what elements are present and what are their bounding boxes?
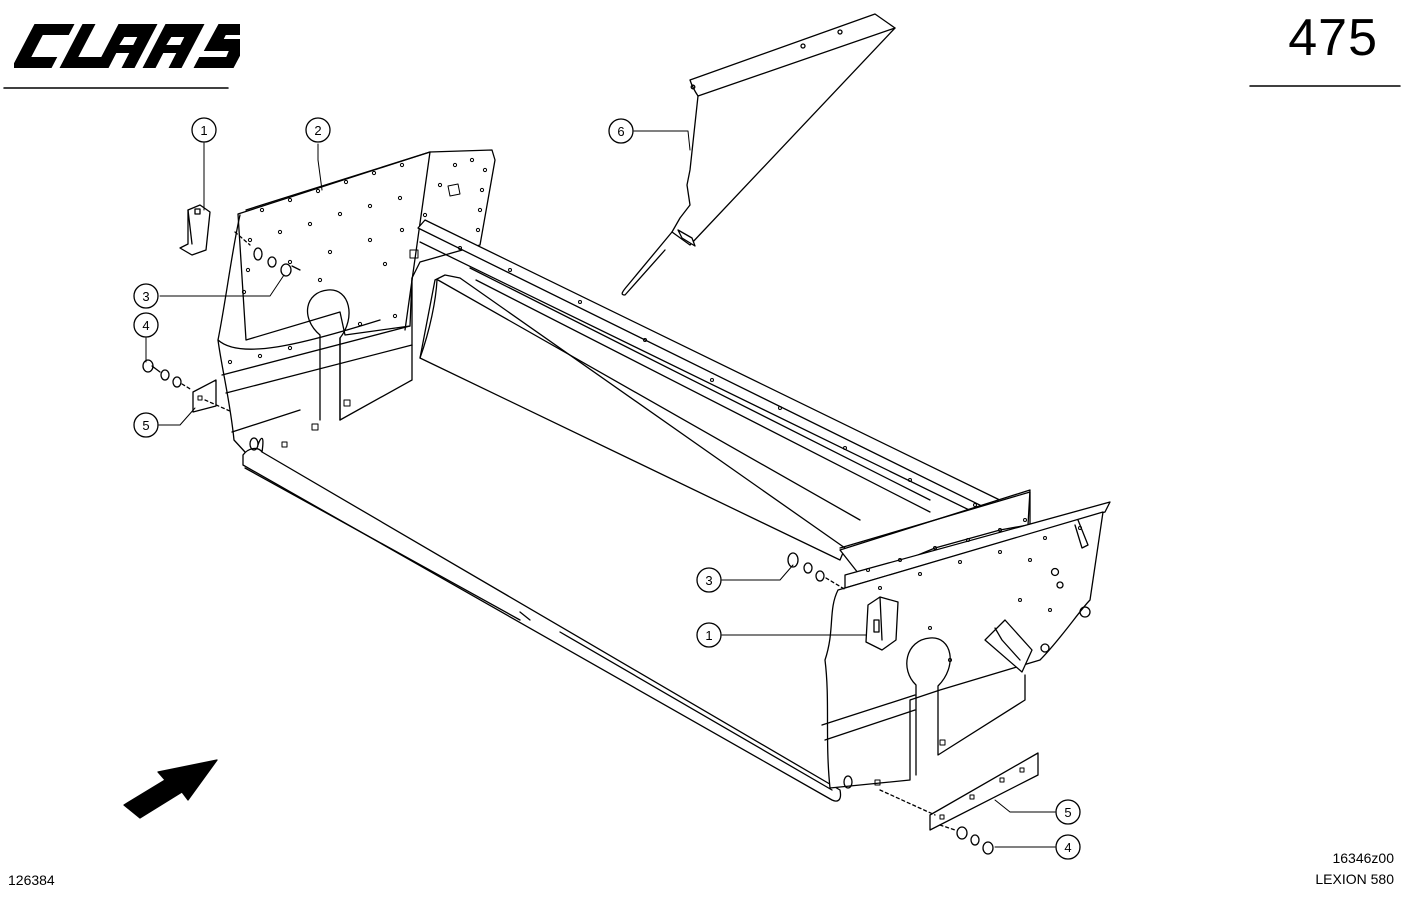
svg-text:1: 1 <box>705 628 712 643</box>
left-side-wall <box>217 149 496 453</box>
callout-3-right: 3 <box>696 567 722 593</box>
callout-4-right: 4 <box>1055 834 1081 860</box>
callout-4-left: 4 <box>133 312 159 338</box>
inner-trough <box>419 274 861 561</box>
strip-lower-right <box>879 752 1039 831</box>
svg-text:4: 4 <box>142 318 149 333</box>
svg-text:3: 3 <box>142 289 149 304</box>
claas-logo <box>14 24 240 68</box>
callout-5-right: 5 <box>1055 799 1081 825</box>
svg-text:4: 4 <box>1064 840 1071 855</box>
svg-text:2: 2 <box>314 123 321 138</box>
model-name: LEXION 580 <box>1315 871 1394 887</box>
callout-2: 2 <box>305 117 331 143</box>
callout-6: 6 <box>608 118 634 144</box>
svg-text:5: 5 <box>142 418 149 433</box>
svg-text:3: 3 <box>705 573 712 588</box>
callout-1-upper-left: 1 <box>191 117 217 143</box>
bolt-set-right <box>787 552 847 591</box>
bracket-right <box>865 596 899 651</box>
callout-markers: 1 2 3 4 5 6 3 <box>133 117 1081 860</box>
leader-lines <box>145 130 1056 848</box>
callout-1-right: 1 <box>696 622 722 648</box>
bolt-set-upper-left <box>234 231 301 277</box>
bolt-set-lower-left <box>142 359 233 413</box>
bolt-set-lower-right <box>939 824 994 855</box>
sheet-id: 126384 <box>8 872 55 888</box>
right-side-wall <box>821 489 1111 789</box>
direction-arrow-icon <box>123 759 218 819</box>
bracket-upper-left <box>179 204 211 256</box>
drawing-number: 16346z00 <box>1332 850 1394 866</box>
footer-info: 16346z00 LEXION 580 <box>1315 848 1394 890</box>
page-number: 475 <box>1288 9 1378 67</box>
svg-text:5: 5 <box>1064 805 1071 820</box>
callout-3-upper-left: 3 <box>133 283 159 309</box>
shield-plate <box>621 13 896 296</box>
svg-text:6: 6 <box>617 124 624 139</box>
callout-5-left: 5 <box>133 412 159 438</box>
svg-text:1: 1 <box>200 123 207 138</box>
front-lower-edge <box>242 437 842 802</box>
